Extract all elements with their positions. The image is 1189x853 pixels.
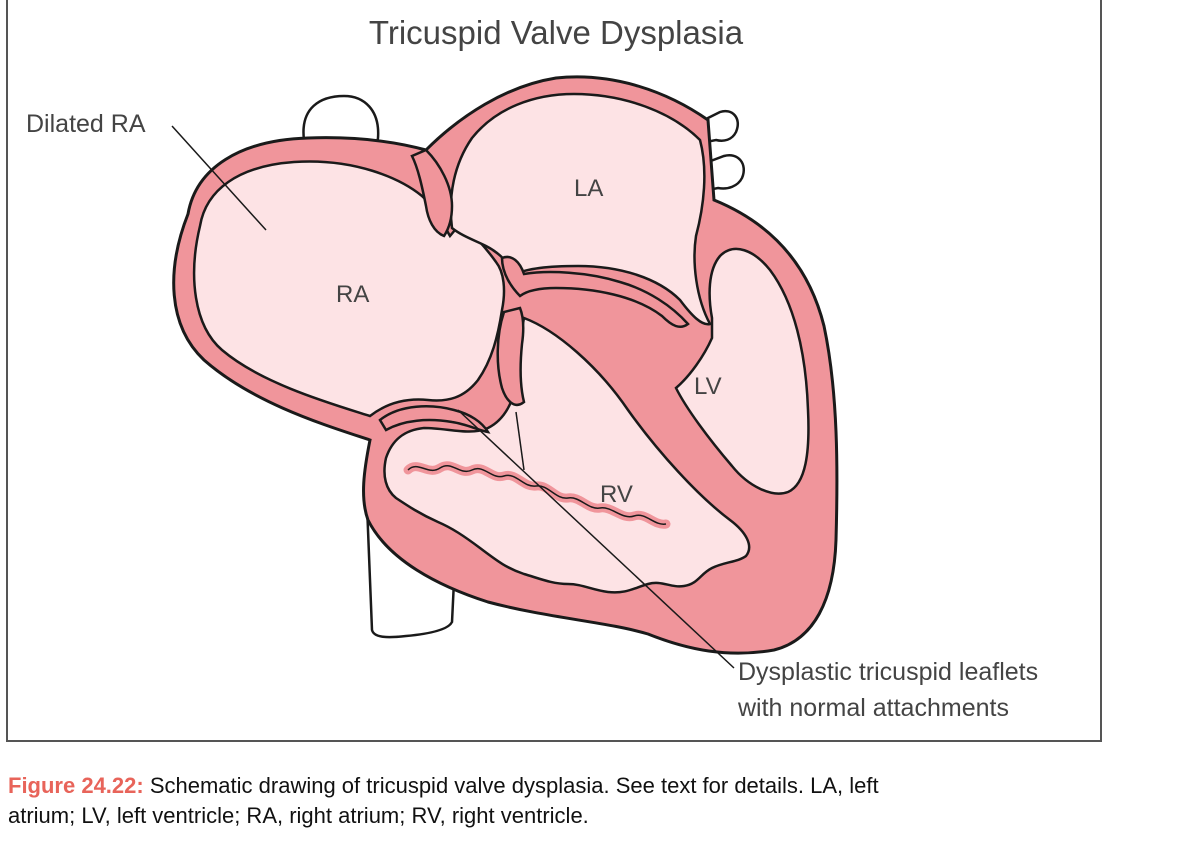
label-dilated-ra: Dilated RA (26, 110, 146, 138)
atrial-septum (410, 148, 454, 238)
pulmonary-vein-lower (706, 153, 745, 192)
label-la: LA (574, 175, 603, 202)
mitral-valve-septum (500, 255, 690, 328)
tricuspid-leaflet-wavy-outline (407, 465, 667, 525)
figure-caption: Figure 24.22: Schematic drawing of tricu… (8, 771, 1128, 831)
tricuspid-leaflet-septal (496, 306, 526, 407)
leader-dilated-ra (171, 125, 267, 231)
label-rv: RV (600, 481, 633, 508)
pulmonary-vein-upper (704, 109, 739, 144)
right-atrium-chamber (192, 160, 506, 418)
label-leaflets-line1: Dysplastic tricuspid leaflets (738, 658, 1038, 686)
caption-text-line1: Schematic drawing of tricuspid valve dys… (143, 773, 879, 798)
leader-leaflets-2 (515, 411, 525, 471)
caption-text-line2: atrium; LV, left ventricle; RA, right at… (8, 803, 589, 828)
left-ventricle-chamber (674, 247, 810, 495)
caption-figure-number: Figure 24.22: (8, 773, 144, 798)
label-leaflets-line2: with normal attachments (737, 694, 1009, 722)
label-lv: LV (694, 373, 722, 400)
leader-leaflets-1 (457, 409, 735, 669)
figure-title: Tricuspid Valve Dysplasia (368, 14, 744, 51)
label-ra: RA (336, 281, 369, 308)
heart-diagram: Dilated RA RA LA LV RV Dysplastic tricus… (26, 75, 1038, 722)
figure-frame: Tricuspid Valve Dysplasia (6, 0, 1102, 742)
